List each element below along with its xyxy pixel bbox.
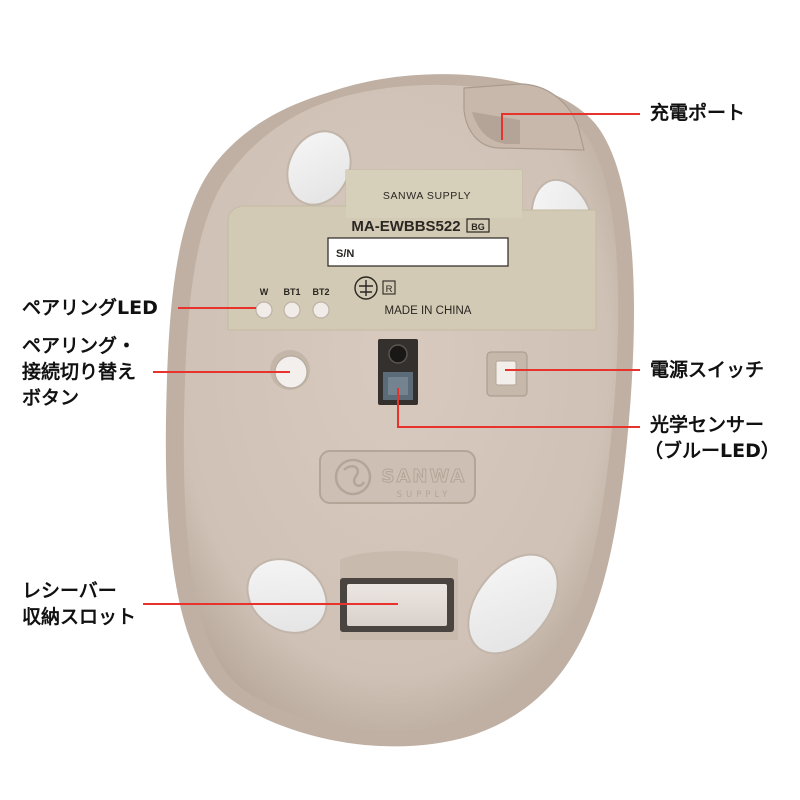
led-label-w: W bbox=[260, 287, 269, 297]
technical-conformity-mark bbox=[354, 276, 378, 300]
optical-sensor-light-glow bbox=[388, 377, 408, 395]
callout-pairing-led: ペアリングLED bbox=[22, 295, 158, 321]
cert-r-mark: R bbox=[386, 284, 393, 295]
callout-charging-port: 充電ポート bbox=[650, 100, 745, 126]
callout-pairing-switch-line2: 接続切り替え bbox=[22, 361, 137, 383]
color-badge: BG bbox=[471, 222, 485, 232]
callout-optical-sensor: 光学センサー （ブルーLED） bbox=[644, 412, 780, 464]
callout-receiver-slot: レシーバー 収納スロット bbox=[22, 578, 136, 630]
charging-port-opening bbox=[472, 112, 520, 144]
led-bt2 bbox=[312, 301, 330, 319]
model-number: MA-EWBBS522 bbox=[351, 218, 460, 235]
mouse-foot-bottom-left bbox=[246, 558, 328, 634]
callout-pairing-switch-line3: ボタン bbox=[22, 387, 80, 409]
callout-pairing-led-line1: ペアリングLED bbox=[22, 297, 158, 319]
callout-power-switch-line1: 電源スイッチ bbox=[650, 359, 765, 381]
cert-r-frame bbox=[382, 280, 396, 295]
led-label-bt2: BT2 bbox=[312, 287, 329, 297]
logo-text: SANWA bbox=[382, 466, 467, 487]
mouse-foot-bottom-right bbox=[467, 553, 559, 655]
label-header bbox=[346, 170, 522, 218]
callout-power-switch: 電源スイッチ bbox=[650, 357, 764, 383]
callout-optical-sensor-line1: 光学センサー bbox=[650, 414, 765, 436]
origin-text: MADE IN CHINA bbox=[385, 305, 472, 317]
callout-lines bbox=[143, 113, 640, 605]
power-switch[interactable] bbox=[495, 360, 517, 386]
callout-receiver-slot-line2: 収納スロット bbox=[22, 606, 137, 628]
embossed-sanwa-logo: SANWA SUPPLY bbox=[319, 450, 476, 504]
line-optical-sensor bbox=[397, 388, 640, 428]
led-label-bt1: BT1 bbox=[283, 287, 300, 297]
brand-text: SANWA SUPPLY bbox=[383, 190, 471, 202]
callout-optical-sensor-line2: （ブルーLED） bbox=[644, 440, 780, 462]
line-charging-port bbox=[501, 113, 640, 140]
logo-subtext: SUPPLY bbox=[397, 490, 452, 500]
color-badge-frame bbox=[466, 218, 490, 233]
callout-pairing-switch-line1: ペアリング・ bbox=[22, 335, 137, 357]
serial-label: S/N bbox=[336, 248, 354, 260]
led-bt1 bbox=[283, 301, 301, 319]
callout-charging-port-line1: 充電ポート bbox=[650, 102, 746, 124]
led-w bbox=[255, 301, 273, 319]
serial-number-box bbox=[327, 237, 509, 267]
callout-receiver-slot-line1: レシーバー bbox=[22, 580, 117, 602]
optical-sensor-lens bbox=[388, 344, 408, 364]
callout-pairing-switch: ペアリング・ 接続切り替え ボタン bbox=[22, 333, 136, 411]
